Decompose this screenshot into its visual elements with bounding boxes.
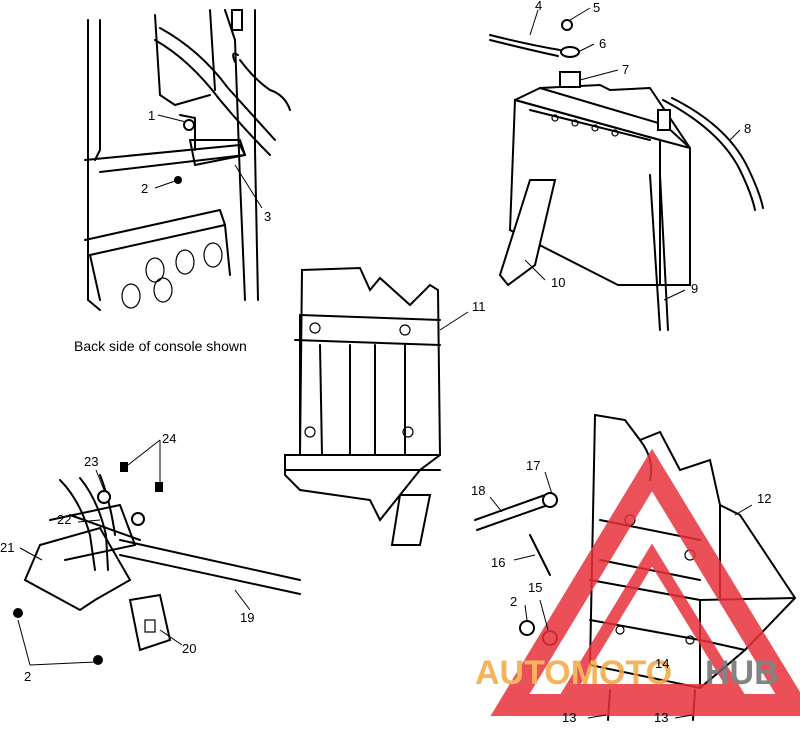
callout-8: 8 bbox=[744, 121, 751, 136]
watermark-text-hub: HUB bbox=[705, 654, 779, 692]
callout-5: 5 bbox=[593, 0, 600, 15]
callout-12: 12 bbox=[757, 491, 771, 506]
callout-10: 10 bbox=[551, 275, 565, 290]
callout-13-left: 13 bbox=[562, 710, 576, 725]
callout-19: 19 bbox=[240, 610, 254, 625]
callout-15: 15 bbox=[528, 580, 542, 595]
callout-14: 14 bbox=[655, 656, 669, 671]
callout-2-bottom: 2 bbox=[24, 669, 31, 684]
callout-16: 16 bbox=[491, 555, 505, 570]
wiring-bracket-assembly bbox=[13, 462, 301, 665]
watermark-text-automoto: AUTOMOTO bbox=[475, 654, 672, 692]
console-back-panel bbox=[84, 9, 291, 311]
callout-3: 3 bbox=[264, 209, 271, 224]
callout-21: 21 bbox=[0, 540, 14, 555]
callout-24: 24 bbox=[162, 431, 176, 446]
callout-22: 22 bbox=[57, 512, 71, 527]
battery-holder bbox=[284, 266, 442, 546]
callout-23: 23 bbox=[84, 454, 98, 469]
watermark-logo: AUTOMOTO HUB bbox=[475, 448, 800, 716]
callout-1: 1 bbox=[148, 108, 155, 123]
callout-18: 18 bbox=[471, 483, 485, 498]
callout-2-top: 2 bbox=[141, 181, 148, 196]
callout-7: 7 bbox=[622, 62, 629, 77]
callout-2-right: 2 bbox=[510, 594, 517, 609]
diagram-caption: Back side of console shown bbox=[74, 338, 247, 354]
callout-17: 17 bbox=[526, 458, 540, 473]
callout-13-right: 13 bbox=[654, 710, 668, 725]
callout-labels: 1 2 3 4 5 6 7 8 9 10 11 12 13 13 14 15 1… bbox=[0, 0, 771, 725]
leader-lines bbox=[17, 7, 753, 719]
callout-9: 9 bbox=[691, 281, 698, 296]
callout-20: 20 bbox=[182, 641, 196, 656]
callout-11: 11 bbox=[472, 299, 486, 314]
battery-assembly bbox=[489, 19, 764, 331]
callout-6: 6 bbox=[599, 36, 606, 51]
callout-4: 4 bbox=[535, 0, 542, 13]
